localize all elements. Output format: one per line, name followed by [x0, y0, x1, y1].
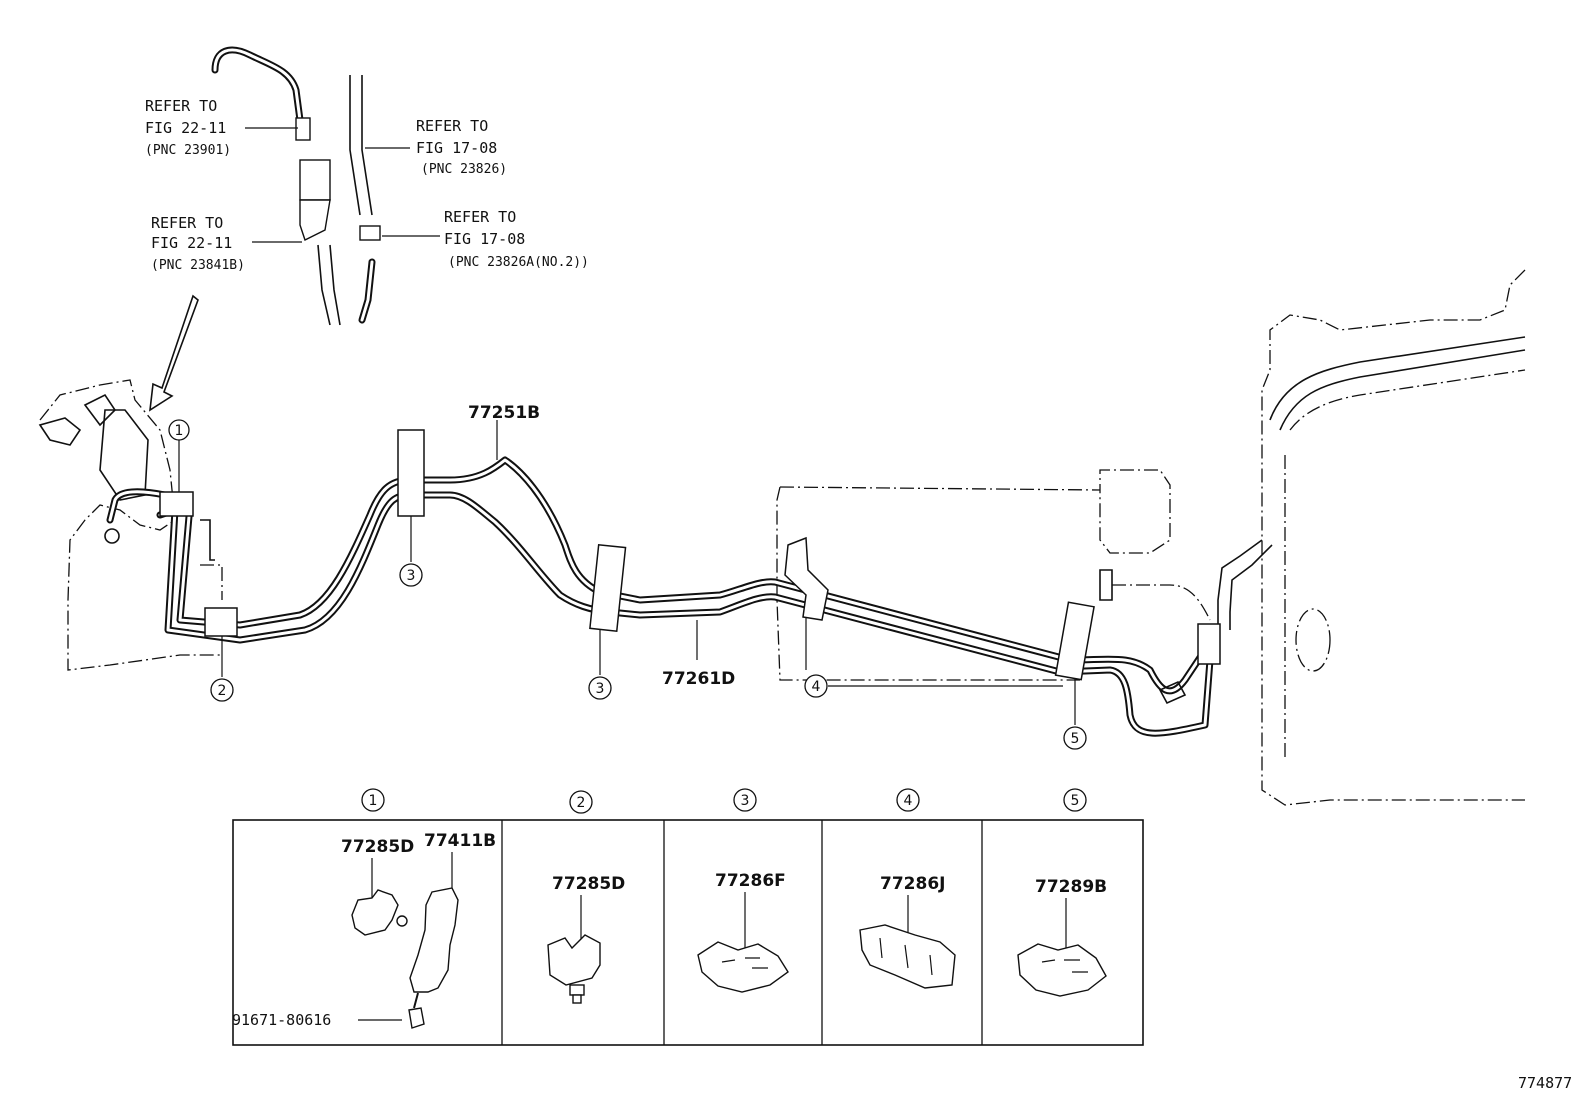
- clamp-77286j-drawing: [859, 924, 956, 989]
- callout-3a-label: 3: [407, 568, 416, 584]
- callout-3a: 3: [399, 563, 423, 587]
- detail-header-5: 5: [1063, 788, 1087, 812]
- reference-2-pnc: (PNC 23826): [421, 162, 507, 177]
- clamp-5: [1054, 601, 1095, 681]
- upper-hose-assembly: [149, 46, 381, 412]
- clamps-on-tubes: [159, 429, 1221, 705]
- chassis-outline: [776, 469, 1211, 681]
- part-77285d-cell1: 77285D: [341, 837, 414, 857]
- callout-1: 1: [168, 419, 190, 441]
- part-91671-80616: 91671-80616: [232, 1011, 331, 1029]
- fuel-tube-77261d: [156, 491, 1214, 737]
- clamp-4: [784, 536, 829, 621]
- figure-id: 774877: [1518, 1074, 1572, 1092]
- callout-2-label: 2: [218, 683, 227, 699]
- tube-label-77251b: 77251B: [468, 403, 540, 423]
- clamp-3a: [397, 429, 425, 517]
- detail-header-1: 1: [361, 788, 385, 812]
- part-77411b: 77411B: [424, 831, 496, 851]
- reference-1-line2: FIG 22-11: [145, 119, 226, 137]
- detail-header-4-label: 4: [904, 793, 913, 809]
- callout-4: 4: [804, 674, 828, 698]
- reference-3-line2: FIG 22-11: [151, 234, 232, 252]
- detail-header-1-label: 1: [369, 793, 378, 809]
- reference-4-line1: REFER TO: [444, 208, 516, 226]
- tube-label-77261d: 77261D: [662, 669, 735, 689]
- reference-4-pnc: (PNC 23826A(NO.2)): [448, 255, 589, 270]
- detail-table: 1 2 3 4 5 77285D 77411B 91671-80616: [232, 788, 1144, 1046]
- detail-header-4: 4: [896, 788, 920, 812]
- bracket-77411b-drawing: [409, 887, 459, 993]
- reference-2-line2: FIG 17-08: [416, 139, 497, 157]
- reference-3: REFER TO FIG 22-11 (PNC 23841B): [151, 214, 245, 273]
- reference-2-line1: REFER TO: [416, 117, 488, 135]
- detail-header-3-label: 3: [741, 793, 750, 809]
- clamp-77286f-drawing: [697, 941, 789, 993]
- clamp-2: [204, 607, 238, 637]
- callout-3b: 3: [588, 676, 612, 700]
- reference-1-line1: REFER TO: [145, 97, 217, 115]
- clamp-3b: [589, 543, 627, 632]
- reference-1: REFER TO FIG 22-11 (PNC 23901): [145, 97, 231, 158]
- body-outline-right: [1217, 269, 1526, 806]
- part-77285d-cell2: 77285D: [552, 874, 625, 894]
- engine-outline: [38, 379, 223, 671]
- clamp-77289b-drawing: [1017, 943, 1107, 997]
- detail-header-2: 2: [569, 790, 593, 814]
- reference-4: REFER TO FIG 17-08 (PNC 23826A(NO.2)): [444, 208, 589, 270]
- reference-3-line1: REFER TO: [151, 214, 223, 232]
- detail-header-2-label: 2: [577, 795, 586, 811]
- reference-2: REFER TO FIG 17-08 (PNC 23826): [416, 117, 507, 177]
- connector-right: [1197, 623, 1221, 665]
- fuel-tube-77251b: [106, 456, 1209, 695]
- part-77289b: 77289B: [1035, 877, 1107, 897]
- part-77286f: 77286F: [715, 871, 786, 891]
- clamp-1: [159, 491, 194, 517]
- callout-4-label: 4: [812, 679, 821, 695]
- clamp-77285d-drawing: [351, 889, 399, 936]
- reference-3-pnc: (PNC 23841B): [151, 258, 245, 273]
- callout-2: 2: [210, 678, 234, 702]
- part-77286j: 77286J: [880, 874, 945, 894]
- clamp-77285d-cell2-drawing: [547, 934, 601, 986]
- callout-1-label: 1: [175, 423, 184, 439]
- callout-3b-label: 3: [596, 681, 605, 697]
- detail-header-3: 3: [733, 788, 757, 812]
- callout-5: 5: [1063, 726, 1087, 750]
- bolt-91671-80616-drawing: [408, 1007, 425, 1029]
- reference-1-pnc: (PNC 23901): [145, 143, 231, 158]
- detail-header-5-label: 5: [1071, 793, 1080, 809]
- callout-5-label: 5: [1071, 731, 1080, 747]
- reference-4-line2: FIG 17-08: [444, 230, 525, 248]
